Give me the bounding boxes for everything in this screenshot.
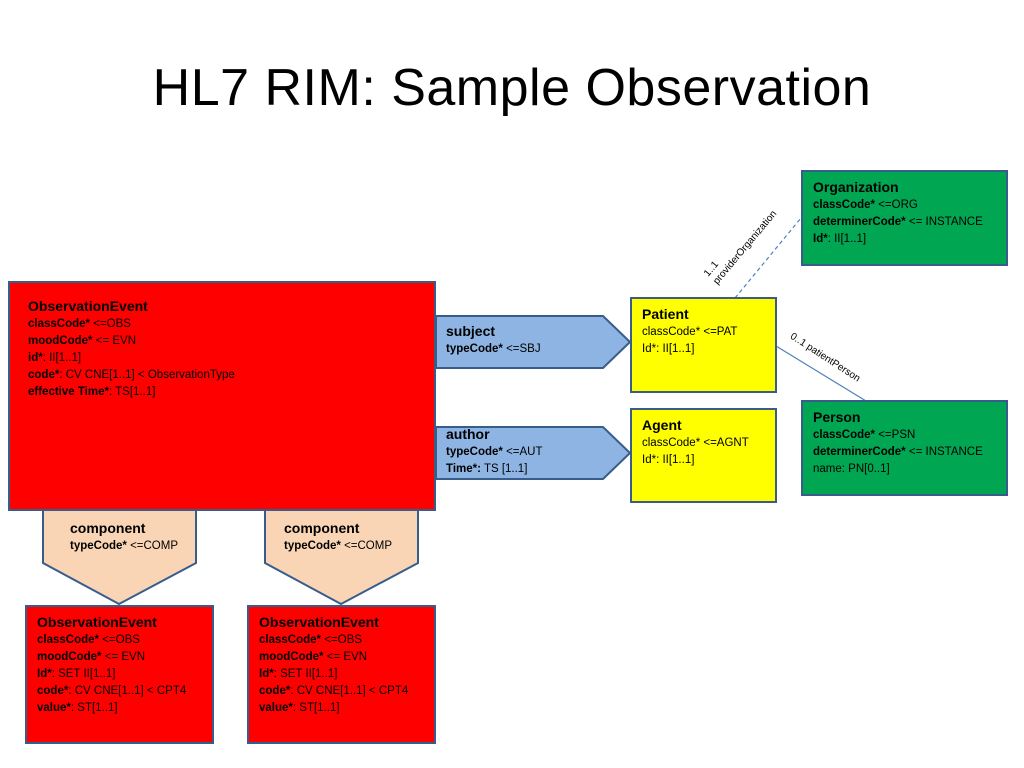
main-observation-attr: id*: II[1..1]: [28, 352, 82, 364]
main-observation-attr: code*: CV CNE[1..1] < ObservationType: [28, 369, 235, 381]
provider-organization-link: [734, 217, 802, 299]
subject-participation[interactable]: subject typeCode* <=SBJ: [446, 323, 541, 355]
author-name: author: [446, 426, 490, 442]
subject-name: subject: [446, 323, 496, 339]
main-observation-event[interactable]: ObservationEvent classCode* <=OBS moodCo…: [8, 281, 436, 511]
patient-attr: classCode* <=PAT: [642, 326, 738, 338]
agent-role[interactable]: Agent classCode* <=AGNT Id*: II[1..1]: [630, 408, 777, 503]
person-name: Person: [813, 409, 861, 425]
patient-person-link: [775, 345, 867, 402]
agent-attr: Id*: II[1..1]: [642, 454, 695, 466]
main-observation-attr: classCode* <=OBS: [28, 318, 131, 330]
agent-name: Agent: [642, 417, 682, 433]
person-entity[interactable]: Person classCode* <=PSN determinerCode* …: [801, 400, 1008, 496]
author-participation[interactable]: author typeCode* <=AUT Time*: TS [1..1]: [446, 426, 543, 475]
page-title: HL7 RIM: Sample Observation: [152, 59, 872, 117]
patient-name: Patient: [642, 306, 689, 322]
patient-attr: Id*: II[1..1]: [642, 343, 695, 355]
component-right-relationship[interactable]: component typeCode* <=COMP: [284, 520, 393, 552]
main-observation-attr: moodCode* <= EVN: [28, 335, 136, 347]
main-observation-name: ObservationEvent: [28, 298, 148, 314]
organization-name: Organization: [813, 179, 899, 195]
organization-entity[interactable]: Organization classCode* <=ORG determiner…: [801, 170, 1008, 266]
patient-role[interactable]: Patient classCode* <=PAT Id*: II[1..1]: [630, 297, 777, 393]
main-observation-attr: effective Time*: TS[1..1]: [28, 386, 156, 398]
subject-arrow-shape: [435, 315, 632, 369]
agent-attr: classCode* <=AGNT: [642, 437, 749, 449]
observation-event-right[interactable]: ObservationEvent classCode* <=OBS moodCo…: [247, 605, 436, 744]
observation-event-left[interactable]: ObservationEvent classCode* <=OBS moodCo…: [25, 605, 214, 744]
author-arrow-shape: [435, 426, 632, 480]
component-left-relationship[interactable]: component typeCode* <=COMP: [70, 520, 179, 552]
